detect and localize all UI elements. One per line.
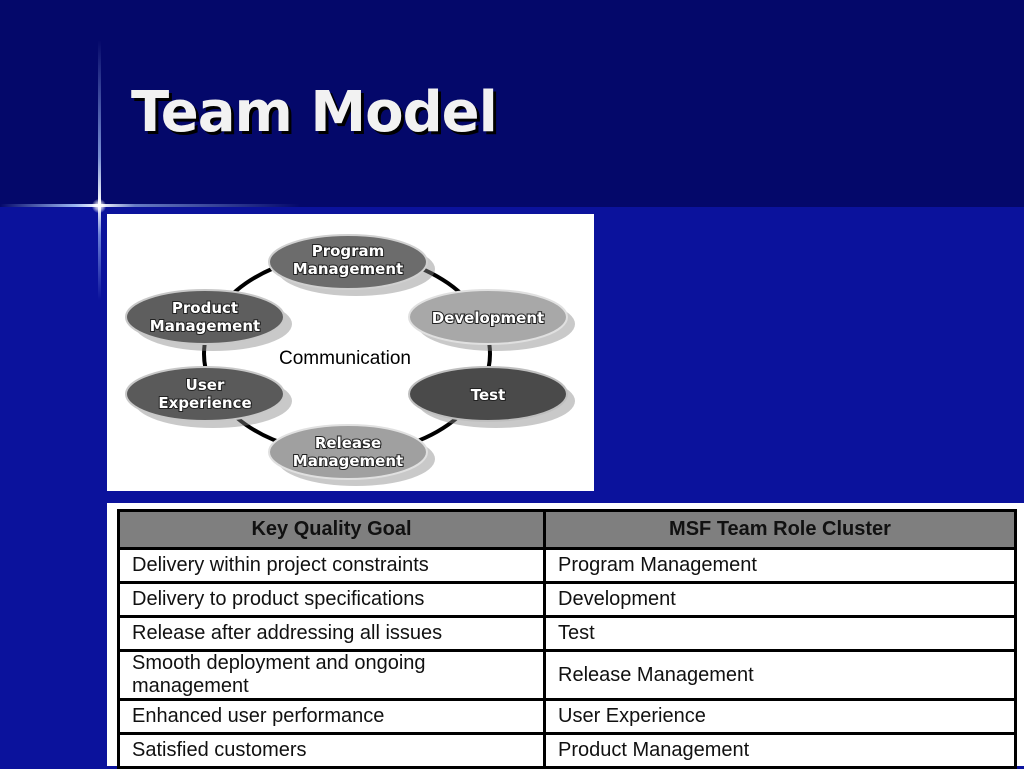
role-ellipse [408, 289, 568, 345]
table-cell-goal: Delivery within project constraints [117, 547, 546, 584]
light-flare-horizontal [0, 204, 300, 207]
table-row: Delivery to product specifications Devel… [117, 581, 1017, 618]
role-label-line2: Management [150, 317, 260, 335]
role-ellipse [125, 289, 285, 345]
table-cell-role: Product Management [543, 732, 1017, 769]
table-row: Smooth deployment and ongoing management… [117, 649, 1017, 701]
table-cell-goal: Smooth deployment and ongoing management [117, 649, 546, 701]
role-ellipse [268, 234, 428, 290]
role-development: Development [408, 289, 575, 351]
role-test: Test [408, 366, 575, 428]
table-cell-role: Program Management [543, 547, 1017, 584]
table-cell-goal: Release after addressing all issues [117, 615, 546, 652]
table-cell-role: Development [543, 581, 1017, 618]
light-flare-vertical [98, 40, 101, 300]
role-ellipse [408, 366, 568, 422]
table-row: Satisfied customers Product Management [117, 732, 1017, 769]
role-product-management: Product Management [125, 289, 292, 351]
team-model-diagram: Communication Program Management Develop… [107, 214, 594, 491]
role-label-line1: User [186, 376, 225, 394]
role-label-line1: Release [315, 434, 381, 452]
communication-label: Communication [279, 348, 411, 369]
header-band [0, 0, 1024, 207]
role-user-experience: User Experience [125, 366, 292, 428]
team-model-diagram-svg: Communication Program Management Develop… [125, 234, 575, 486]
table-header-row: Key Quality Goal MSF Team Role Cluster [117, 509, 1017, 550]
light-flare-core [92, 199, 106, 213]
role-label-line1: Program [312, 242, 385, 260]
role-label-line2: Management [293, 260, 403, 278]
table-row: Enhanced user performance User Experienc… [117, 698, 1017, 735]
role-ellipse [125, 366, 285, 422]
table-row: Delivery within project constraints Prog… [117, 547, 1017, 584]
role-label-line2: Experience [158, 394, 251, 412]
role-label-line1: Development [432, 309, 544, 327]
quality-goals-table: Key Quality Goal MSF Team Role Cluster D… [117, 509, 1017, 769]
role-program-management: Program Management [268, 234, 435, 296]
table-cell-goal: Satisfied customers [117, 732, 546, 769]
table-cell-role: User Experience [543, 698, 1017, 735]
role-label-line1: Product [172, 299, 238, 317]
slide-title: Team Model [131, 80, 498, 145]
column-header-key-quality-goal: Key Quality Goal [117, 509, 546, 550]
role-label-line1: Test [471, 386, 506, 404]
role-release-management: Release Management [268, 424, 435, 486]
table-cell-goal: Enhanced user performance [117, 698, 546, 735]
role-ellipse [268, 424, 428, 480]
table-cell-role: Release Management [543, 649, 1017, 701]
quality-goals-table-panel: Key Quality Goal MSF Team Role Cluster D… [107, 503, 1024, 769]
table-row: Release after addressing all issues Test [117, 615, 1017, 652]
column-header-team-role-cluster: MSF Team Role Cluster [543, 509, 1017, 550]
table-cell-role: Test [543, 615, 1017, 652]
table-cell-goal: Delivery to product specifications [117, 581, 546, 618]
role-label-line2: Management [293, 452, 403, 470]
